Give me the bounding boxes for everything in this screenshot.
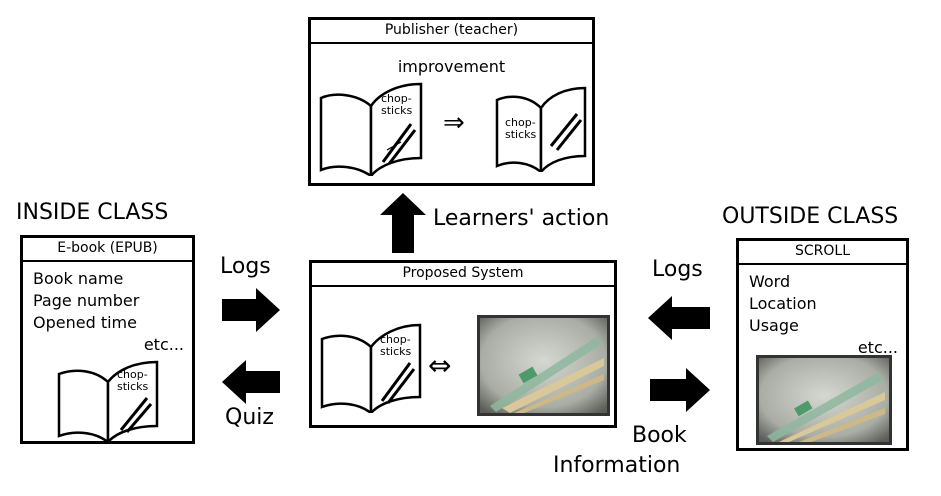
bidirectional-arrow-icon: ⇔ xyxy=(428,349,452,382)
proposed-system-box: Proposed System chop- sticks ⇔ xyxy=(309,260,617,428)
ebook-item-opened-time: Opened time xyxy=(33,313,137,332)
up-arrow-icon xyxy=(380,193,426,253)
chopsticks-photo xyxy=(477,315,610,416)
chopsticks-icon xyxy=(381,123,417,165)
book-label-line-1: chop- xyxy=(117,368,148,381)
quiz-label: Quiz xyxy=(225,405,274,430)
chopsticks-icon xyxy=(549,113,583,151)
ebook-etc: etc... xyxy=(143,335,184,354)
scroll-item-location: Location xyxy=(749,294,817,313)
right-logs-label: Logs xyxy=(652,257,703,282)
chopsticks-photo xyxy=(756,355,892,445)
publisher-subtitle: improvement xyxy=(397,57,506,76)
open-book-icon: chop- sticks xyxy=(495,86,587,172)
chopsticks-icon xyxy=(380,362,416,404)
publisher-title: Publisher (teacher) xyxy=(311,20,592,44)
book-label-line-2: sticks xyxy=(380,345,412,358)
book-label-line-1: chop- xyxy=(381,92,412,105)
chopsticks-icon xyxy=(119,397,153,433)
open-book-icon: chop- sticks xyxy=(319,82,423,176)
left-arrow-icon xyxy=(648,296,710,340)
improvement-arrow-icon: ⇒ xyxy=(443,108,465,138)
publisher-box: Publisher (teacher) improvement chop- st… xyxy=(308,17,595,186)
open-book-icon: chop- sticks xyxy=(57,360,159,442)
book-label-line-1: chop- xyxy=(505,116,536,129)
ebook-item-book-name: Book name xyxy=(33,269,124,288)
ebook-title: E-book (EPUB) xyxy=(23,238,192,262)
left-logs-label: Logs xyxy=(220,254,271,279)
ebook-box: E-book (EPUB) Book name Page number Open… xyxy=(20,235,195,444)
scroll-item-usage: Usage xyxy=(749,316,799,335)
inside-class-heading: INSIDE CLASS xyxy=(16,200,169,225)
outside-class-heading: OUTSIDE CLASS xyxy=(722,204,899,229)
learners-action-label: Learners' action xyxy=(433,206,610,231)
book-label-line-1: chop- xyxy=(380,333,411,346)
right-arrow-icon xyxy=(650,368,710,412)
book-information-label-line-1: Book xyxy=(632,423,687,448)
scroll-title: SCROLL xyxy=(739,241,906,265)
scroll-etc: etc... xyxy=(857,338,898,357)
book-label-line-2: sticks xyxy=(505,128,537,141)
book-label-line-2: sticks xyxy=(117,380,149,393)
right-arrow-icon xyxy=(222,288,280,332)
left-arrow-icon xyxy=(222,360,280,404)
scroll-item-word: Word xyxy=(749,272,791,291)
book-label-line-2: sticks xyxy=(381,104,413,117)
scroll-box: SCROLL Word Location Usage etc... xyxy=(736,238,909,451)
book-information-label-line-2: Information xyxy=(553,453,681,478)
ebook-item-page-number: Page number xyxy=(33,291,140,310)
proposed-system-title: Proposed System xyxy=(312,263,614,287)
open-book-icon: chop- sticks xyxy=(320,323,422,413)
